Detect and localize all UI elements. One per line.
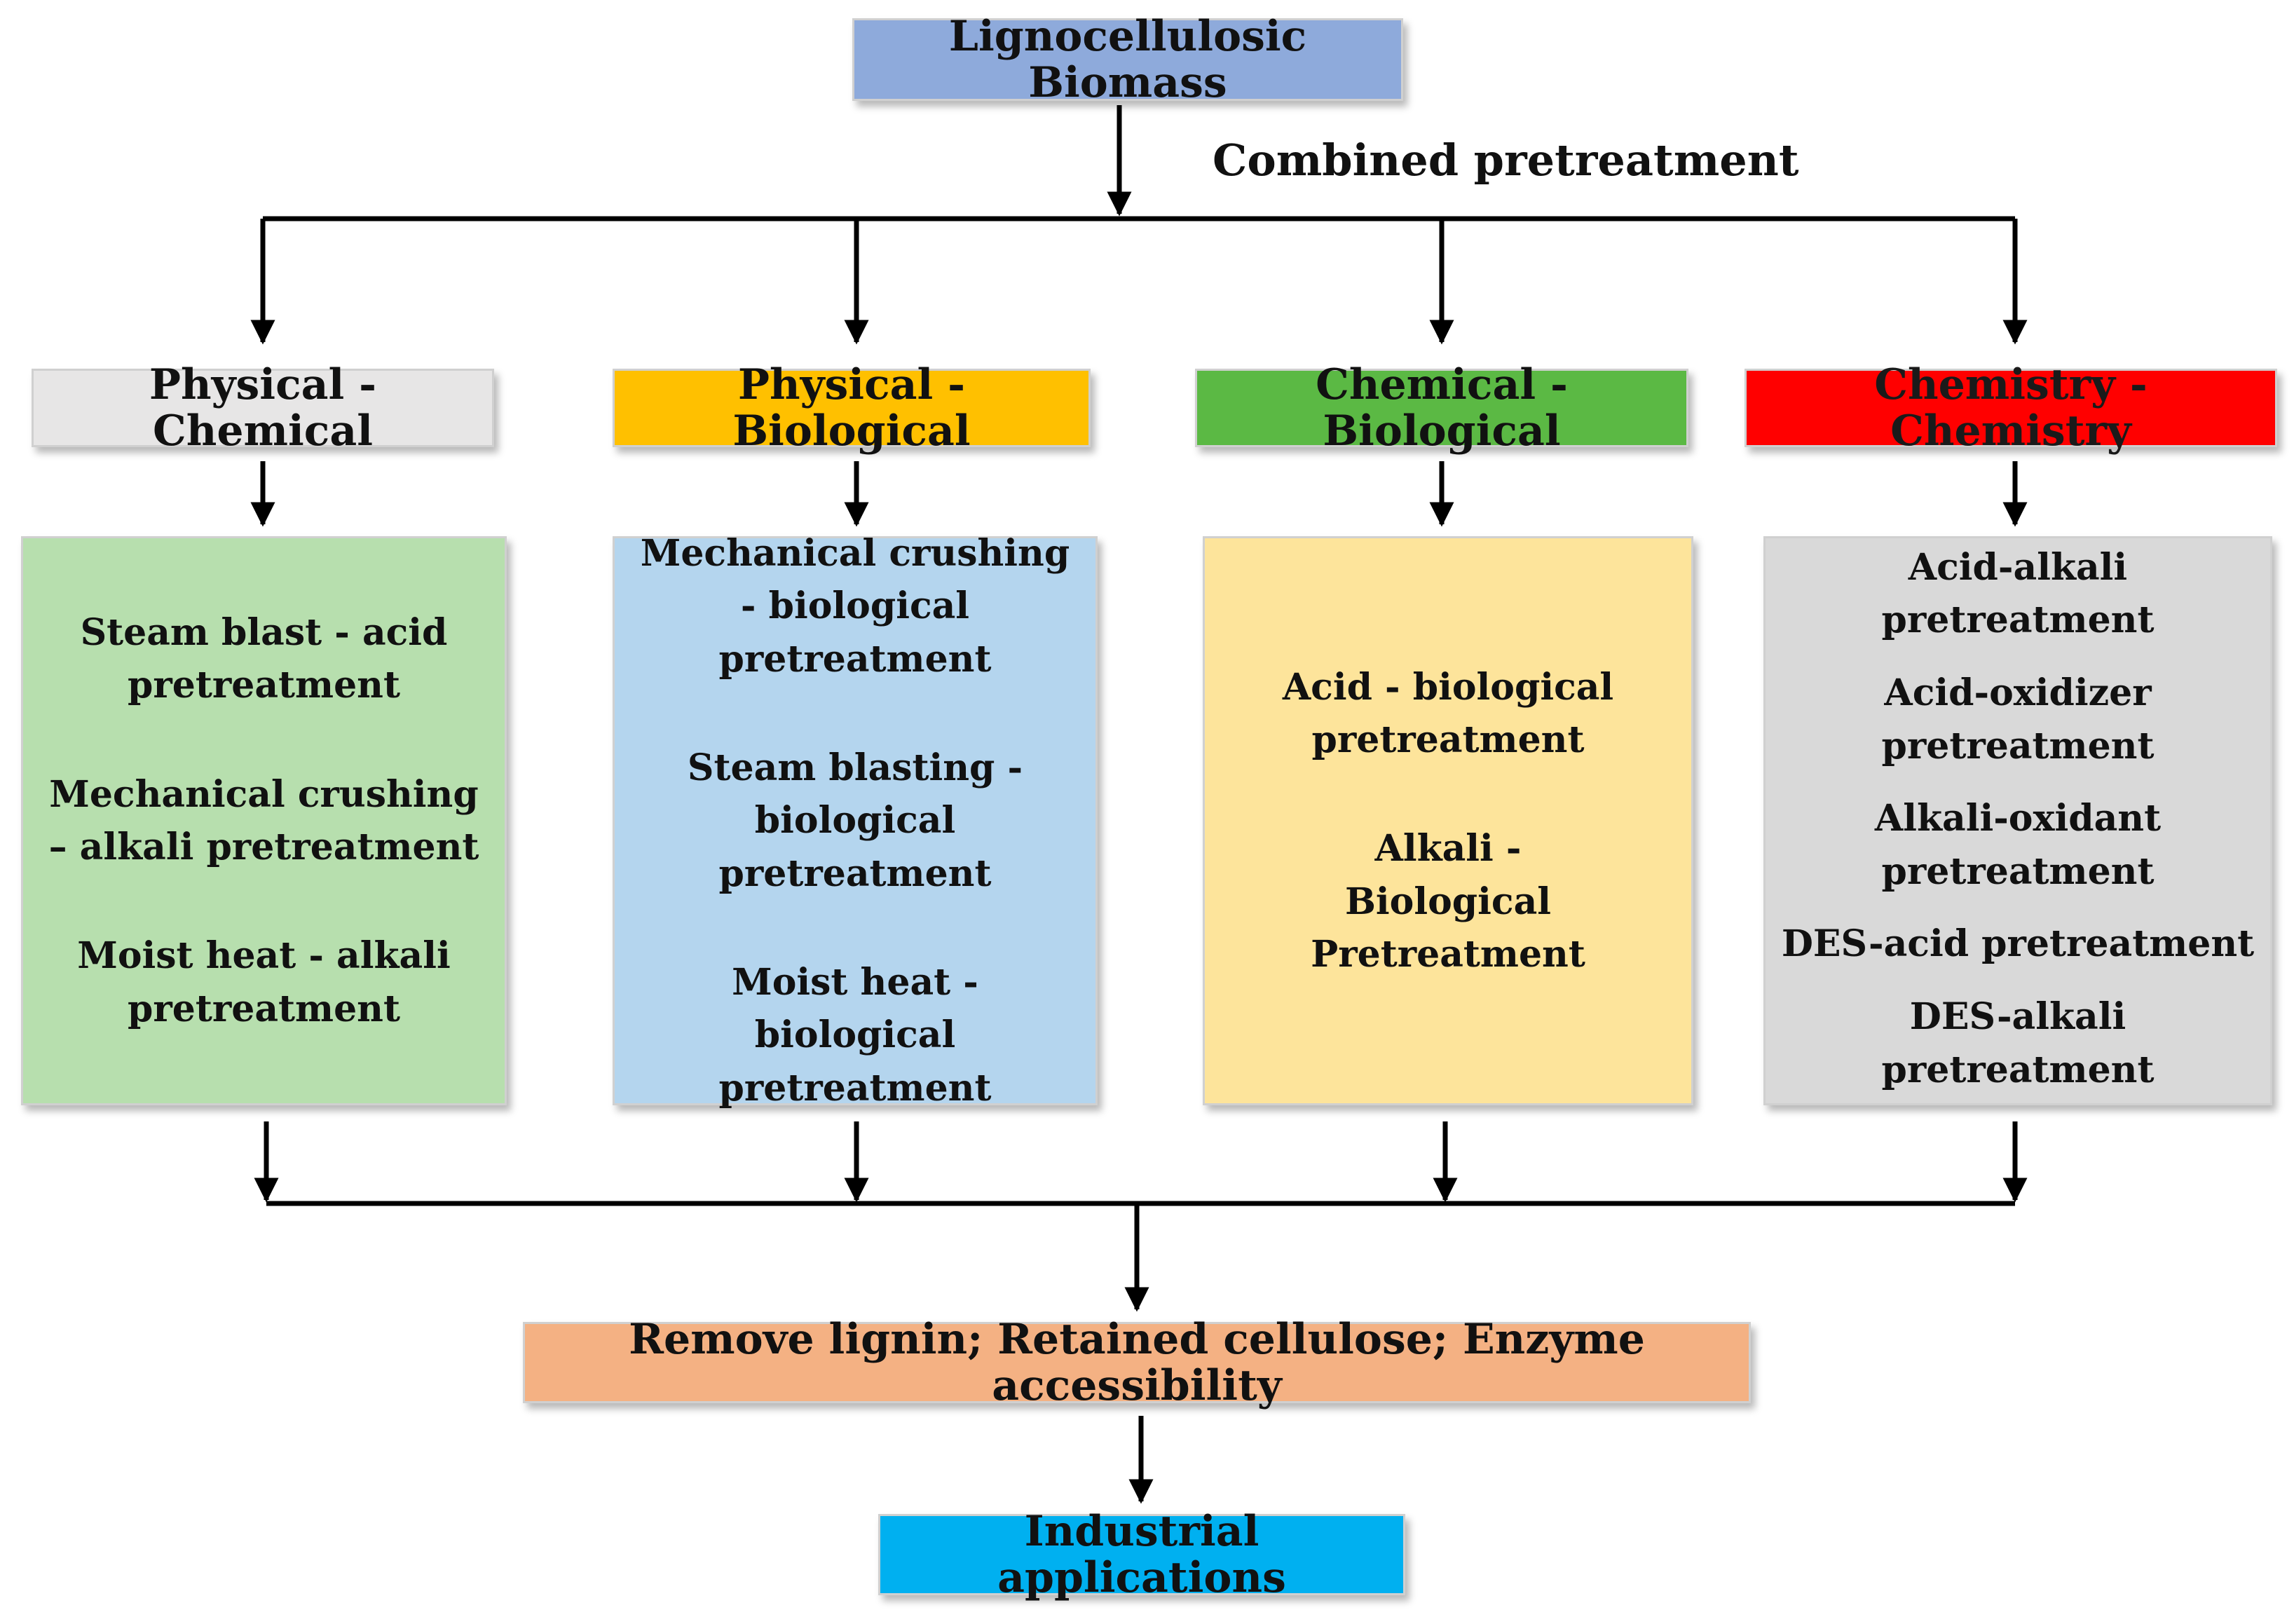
- category-header-label: Physical - Chemical: [149, 360, 377, 456]
- category-body-physical-chemical: Steam blast - acid pretreatment Mechanic…: [21, 536, 507, 1105]
- category-body-chemistry-chemistry: Acid-alkali pretreatment Acid-oxidizer p…: [1763, 536, 2272, 1105]
- pretreatment-item: DES-alkali pretreatment: [1881, 995, 2155, 1091]
- pretreatment-item: Acid - biological pretreatment: [1282, 665, 1614, 761]
- pretreatment-item: Acid-alkali pretreatment: [1881, 546, 2155, 642]
- pretreatment-item: Acid-oxidizer pretreatment: [1881, 671, 2155, 767]
- pretreatment-item: Mechanical crushing – alkali pretreatmen…: [48, 772, 479, 868]
- pretreatment-item: Alkali - Biological Pretreatment: [1311, 827, 1585, 976]
- category-header-chemical-biological: Chemical - Biological: [1195, 362, 1688, 454]
- category-header-physical-chemical: Physical - Chemical: [32, 362, 494, 454]
- category-header-chemistry-chemistry: Chemistry - Chemistry: [1745, 362, 2277, 454]
- category-header-label: Chemistry - Chemistry: [1874, 360, 2148, 456]
- category-header-label: Chemical - Biological: [1316, 360, 1568, 456]
- lignocellulosic-biomass-label: Lignocellulosic Biomass: [948, 12, 1307, 107]
- pretreatment-item: DES-acid pretreatment: [1781, 922, 2255, 966]
- pretreatment-item: Moist heat - alkali pretreatment: [77, 934, 451, 1030]
- category-body-chemical-biological: Acid - biological pretreatment Alkali - …: [1203, 536, 1693, 1105]
- pretreatment-item: Steam blast - acid pretreatment: [80, 610, 448, 707]
- pretreatment-item: Moist heat - biological pretreatment: [718, 961, 992, 1110]
- result-label: Remove lignin; Retained cellulose; Enzym…: [629, 1315, 1645, 1410]
- industrial-applications-label: Industrial applications: [997, 1507, 1286, 1602]
- lignocellulosic-biomass-box: Lignocellulosic Biomass: [852, 13, 1403, 106]
- category-body-physical-biological: Mechanical crushing - biological pretrea…: [613, 532, 1098, 1110]
- pretreatment-item: Steam blasting - biological pretreatment: [687, 746, 1023, 895]
- pretreatment-item: Mechanical crushing - biological pretrea…: [640, 531, 1070, 681]
- category-header-label: Physical - Biological: [732, 360, 971, 456]
- combined-pretreatment-label: Combined pretreatment: [1213, 135, 1799, 186]
- result-box: Remove lignin; Retained cellulose; Enzym…: [523, 1316, 1751, 1409]
- pretreatment-item: Alkali-oxidant pretreatment: [1874, 797, 2162, 893]
- category-header-physical-biological: Physical - Biological: [613, 362, 1091, 454]
- industrial-applications-box: Industrial applications: [878, 1508, 1405, 1601]
